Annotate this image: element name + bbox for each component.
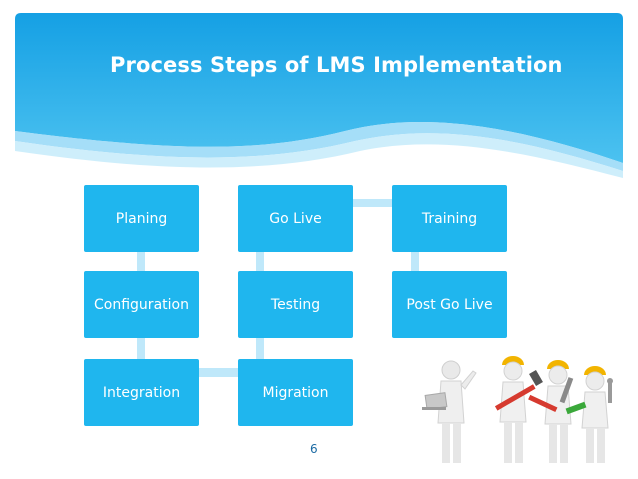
step-migration: Migration (238, 359, 353, 426)
page-number: 6 (310, 442, 318, 456)
step-integration: Integration (84, 359, 199, 426)
connector-planing-configuration (137, 251, 145, 271)
header-banner (15, 13, 623, 178)
connector-testing-golive (256, 251, 264, 271)
connector-configuration-integration (137, 337, 145, 359)
connector-golive-training (353, 199, 392, 207)
step-configuration: Configuration (84, 271, 199, 338)
step-post-go-live: Post Go Live (392, 271, 507, 338)
figure-with-wrench-icon (528, 360, 574, 463)
figure-with-laptop-icon (422, 360, 477, 463)
team-with-tools-illustration (408, 347, 638, 465)
connector-migration-testing (256, 337, 264, 359)
slide-title: Process Steps of LMS Implementation (110, 53, 563, 77)
connector-training-postgolive (411, 251, 419, 271)
step-training: Training (392, 185, 507, 252)
connector-integration-migration (199, 368, 238, 377)
figure-with-screwdriver-icon (565, 366, 613, 463)
figure-with-hammer-icon (494, 356, 543, 463)
step-testing: Testing (238, 271, 353, 338)
step-go-live: Go Live (238, 185, 353, 252)
step-planing: Planing (84, 185, 199, 252)
